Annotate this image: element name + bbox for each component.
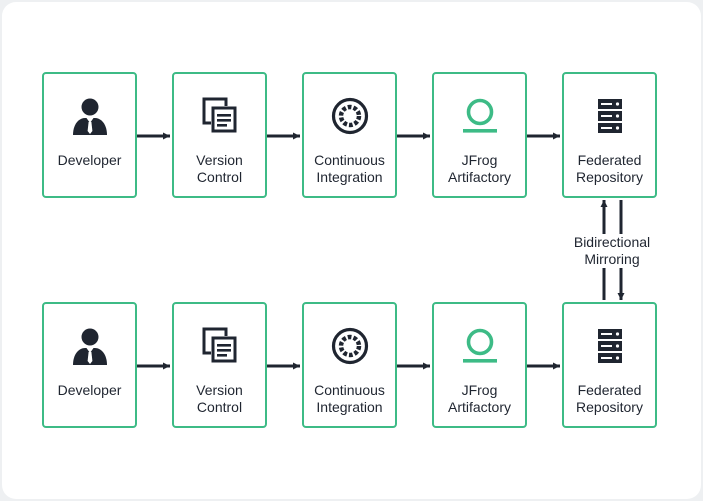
developer-node: Developer [42,302,137,428]
continuous-integration-icon [330,326,370,366]
server-rack-icon [597,329,622,363]
jfrog-artifactory-icon [460,98,499,135]
developer-node: Developer [42,72,137,198]
developer-icon [72,98,107,135]
jfrog-artifactory-icon [460,328,499,365]
node-label: Developer [57,152,122,168]
server-rack-icon [597,99,622,133]
developer-icon [72,328,107,365]
version-control-icon [202,327,238,365]
version-control-icon [202,97,238,135]
node-label: Developer [57,382,122,398]
continuous-integration-icon [330,96,370,136]
